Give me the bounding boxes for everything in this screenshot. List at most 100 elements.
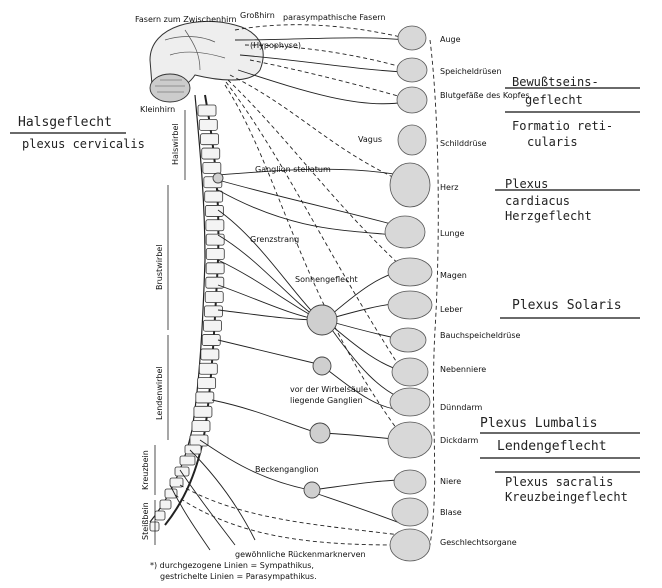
sacral-segment (179, 455, 196, 466)
sacral-segment (164, 488, 178, 499)
solar-plexus-node (306, 304, 338, 336)
sacral-segment (149, 521, 160, 532)
vertebra (203, 319, 222, 332)
vertebra (201, 334, 221, 346)
label-rueckenmarknerven: gewöhnliche Rückenmarknerven (235, 550, 366, 559)
annot-bewusstsein: Bewußtseins- (512, 75, 599, 89)
label-brustwirbel: Brustwirbel (155, 245, 164, 290)
organ-label-blutgef: Blutgefäße des Kopfes (440, 91, 530, 100)
label-parasympathische: parasympathische Fasern (283, 13, 385, 22)
organ-label-herz: Herz (440, 183, 458, 192)
organ-label-geschlecht: Geschlechtsorgane (440, 538, 517, 547)
organ-dickdarm (387, 421, 433, 459)
anatomy-labels: Fasern zum Zwischenhirn Großhirn parasym… (135, 11, 385, 559)
annot-herzgeflecht: Herzgeflecht (505, 209, 592, 223)
organ-nebenniere (391, 357, 429, 387)
organ-label-niere: Niere (440, 477, 461, 486)
label-kleinhirn: Kleinhirn (140, 105, 175, 114)
annot-cularis: cularis (527, 135, 578, 149)
organ-herz (389, 162, 431, 208)
organ-label-duenn: Dünndarm (440, 403, 483, 412)
organ-magen (387, 257, 433, 287)
vertebra (189, 434, 209, 447)
label-vagus: Vagus (358, 135, 382, 144)
organ-label-neben: Nebenniere (440, 365, 486, 374)
organ-auge (397, 25, 427, 51)
label-kreuzbein: Kreuzbein (141, 450, 150, 490)
label-wirbelsaeule-1: vor der Wirbelsäule (290, 385, 368, 394)
ganglia (212, 172, 338, 499)
organ-leber (387, 290, 433, 320)
vertebra (195, 391, 215, 404)
organ-bauchspeicheldruese (389, 327, 427, 353)
annot-lendengeflecht: Lendengeflecht (497, 439, 607, 454)
label-ganglion-stellatum: Ganglion stellatum (255, 165, 331, 174)
annot-formatio: Formatio reti- (512, 119, 613, 133)
spine (149, 94, 225, 532)
vertebra (191, 420, 211, 433)
label-sonnengeflecht: Sonnengeflecht (295, 275, 358, 284)
label-fasern: Fasern zum Zwischenhirn (135, 15, 237, 24)
vertebra (197, 104, 217, 117)
organ-label-blase: Blase (440, 508, 462, 517)
sacral-segment (184, 444, 202, 455)
organ-label-lunge: Lunge (440, 229, 465, 238)
organ-label-leber: Leber (440, 305, 463, 314)
organ-labels: Auge Speicheldrüsen Blutgefäße des Kopfe… (440, 35, 530, 547)
sacral-segment (169, 477, 184, 488)
organ-schilddruese (397, 124, 427, 156)
vertebra (200, 133, 219, 146)
vertebra (205, 233, 225, 246)
vertebra (204, 205, 224, 217)
vertebra (205, 262, 225, 275)
organ-lunge (384, 215, 426, 249)
vertebra (205, 219, 225, 232)
organ-label-speichel: Speicheldrüsen (440, 67, 502, 76)
cerebellum (149, 73, 191, 103)
ganglion-stellatum-node (212, 172, 224, 184)
annot-plexus-cervicalis: plexus cervicalis (22, 137, 145, 151)
label-steissbein: Steißbein (141, 502, 150, 540)
vertebra (205, 248, 225, 260)
annot-halsgeflecht: Halsgeflecht (18, 115, 112, 130)
annot-cardiacus: cardiacus (505, 194, 570, 208)
annot-plexus-sacralis: Plexus sacralis (505, 475, 613, 489)
organ-geschlechtsorgane (389, 528, 431, 562)
organ-blase (391, 497, 429, 527)
annot-plexus: Plexus (505, 177, 548, 191)
vertebra (202, 161, 222, 174)
vertebra (198, 118, 218, 131)
label-hypophyse: (Hypophyse) (250, 41, 301, 50)
vertebra (197, 377, 217, 390)
vertebra (200, 348, 220, 361)
vertebra (204, 305, 223, 318)
organ-label-bauch: Bauchspeicheldrüse (440, 331, 521, 340)
footnote: *) durchgezogene Linien = Sympathikus, g… (150, 561, 317, 581)
organ-blutgefaesse (396, 86, 428, 114)
vertebra (193, 405, 213, 418)
footnote-line-2: gestrichelte Linien = Parasympathikus. (160, 572, 317, 581)
sacral-segment (154, 510, 166, 521)
label-grosshirn: Großhirn (240, 11, 275, 20)
vertebra (198, 362, 218, 375)
organ-label-auge: Auge (440, 35, 461, 44)
organ-speicheldruesen (396, 57, 428, 83)
annotations: Halsgeflecht plexus cervicalis Bewußtsei… (10, 75, 640, 504)
annot-plexus-lumbalis: Plexus Lumbalis (480, 416, 597, 431)
organs (384, 25, 433, 562)
label-halswirbel: Halswirbel (171, 123, 180, 165)
organ-niere (393, 469, 427, 495)
label-lendenwirbel: Lendenwirbel (155, 366, 164, 420)
vertebra (201, 147, 221, 160)
annot-kreuzbeingeflecht: Kreuzbeingeflecht (505, 490, 628, 504)
region-brackets (154, 110, 186, 545)
vertebra (204, 190, 224, 203)
mesenteric-ganglion-node (312, 356, 332, 376)
annot-plexus-solaris: Plexus Solaris (512, 298, 622, 313)
organ-label-dick: Dickdarm (440, 436, 479, 445)
footnote-line-1: *) durchgezogene Linien = Sympathikus, (150, 561, 314, 570)
label-beckenganglion: Beckenganglion (255, 465, 319, 474)
annot-geflecht: geflecht (525, 93, 583, 107)
